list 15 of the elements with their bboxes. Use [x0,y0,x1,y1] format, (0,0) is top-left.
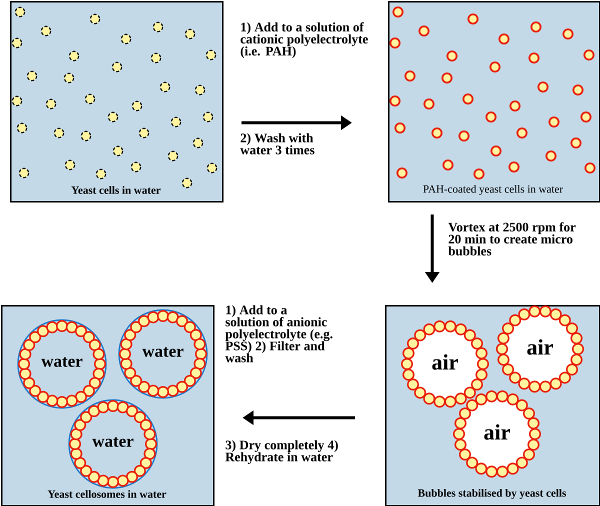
bubble-drawing: air [453,390,541,478]
step-text: Vortex at 2500 rpm for 20 min to create micro bubbles [448,222,576,256]
bubble-drawing: air [496,305,584,393]
cellosome-drawing: water [17,319,107,409]
box-label: Bubbles stabilised by yeast cells [418,489,566,499]
box-label: PAH-coated yeast cells in water [423,185,563,195]
cellosome-drawing: water [118,309,208,399]
bubble-drawing: air [401,320,489,408]
step-text: 1) Add to a solution of cationic polyelectrolyte (i.e. PAH) [240,22,368,58]
step-text: 1) Add to a solution of anionic polyelectrolyte (e.g. PSS) 2) Filter and wash [225,305,332,362]
cellosome-drawing: water [68,399,158,489]
step-text: 2) Wash with water 3 times [240,133,314,154]
box-label: Yeast cells in water [71,186,161,194]
step-text: 3) Dry completely 4) Rehydrate in water [225,440,338,464]
box-label: Yeast cellosomes in water [48,490,166,498]
